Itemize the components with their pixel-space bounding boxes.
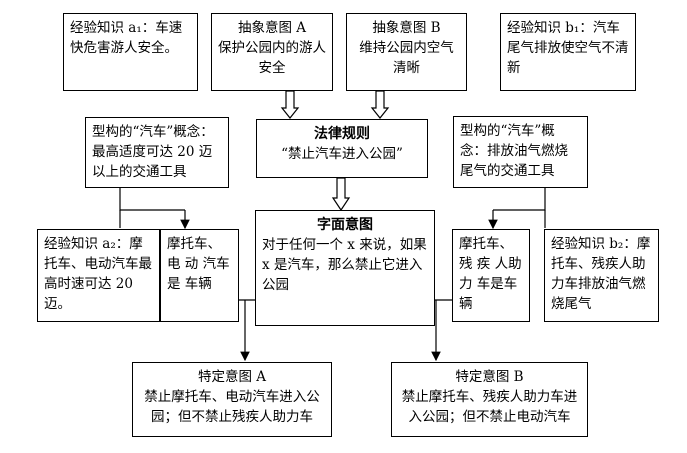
experience-a2-text: 经验知识 a₂：摩托车、电动汽车最高时速可达 20 迈。: [44, 236, 152, 312]
left-concept-box: 型构的“汽车”概念：最高适度可达 20 迈以上的交通工具: [85, 117, 229, 188]
literal-intent-title: 字面意图: [317, 217, 373, 233]
specific-intent-a-text: 禁止摩托车、电动汽车进入公园；但不禁止残疾人助力车: [144, 389, 320, 425]
right-split-lines: [488, 188, 546, 230]
abstract-intent-b-box: 抽象意图 B 维持公园内空气清晰: [346, 13, 467, 91]
right-concept-text: 型构的“汽车”概念：排放油气燃烧尾气的交通工具: [460, 123, 568, 179]
experience-a2-box: 经验知识 a₂：摩托车、电动汽车最高时速可达 20 迈。: [37, 229, 160, 322]
specific-intent-b-text: 禁止摩托车、残疾人助力车进入公园；但不禁止电动汽车: [401, 389, 578, 425]
vehicle-left-box: 摩托车、电 动 汽车 是 车辆: [160, 229, 239, 322]
right-concept-box: 型构的“汽车”概念：排放油气燃烧尾气的交通工具: [453, 116, 588, 188]
vehicle-right-text: 摩托车、残 疾 人助 力 车是车辆: [459, 236, 522, 312]
specific-intent-a-title: 特定意图 A: [197, 369, 267, 385]
experience-a1-text: 经验知识 a₁：车速快危害游人安全。: [70, 20, 183, 56]
experience-b2-text: 经验知识 b₂：摩托车、残疾人助力车排放油气燃烧尾气: [551, 236, 651, 312]
experience-b1-text: 经验知识 b₁：汽车尾气排放使空气不清新: [507, 20, 629, 76]
left-split-lines: [119, 188, 190, 230]
hollow-arrow-left: [280, 90, 300, 119]
law-rule-title: 法律规则: [314, 126, 370, 142]
abstract-intent-b-title: 抽象意图 B: [372, 20, 441, 36]
law-rule-box: 法律规则 “禁止汽车进入公园”: [256, 119, 428, 178]
abstract-intent-a-box: 抽象意图 A 保护公园内的游人安全: [211, 13, 333, 91]
law-rule-text: “禁止汽车进入公园”: [281, 146, 403, 162]
literal-intent-text: 对于任何一个 x 来说，如果 x 是汽车，那么禁止它进入公园: [262, 237, 427, 293]
experience-a1-box: 经验知识 a₁：车速快危害游人安全。: [63, 13, 198, 91]
abstract-intent-b-text: 维持公园内空气清晰: [359, 40, 454, 76]
specific-intent-b-title: 特定意图 B: [455, 369, 524, 385]
hollow-arrow-down: [331, 177, 351, 212]
literal-intent-box: 字面意图 对于任何一个 x 来说，如果 x 是汽车，那么禁止它进入公园: [255, 210, 435, 326]
left-concept-text: 型构的“汽车”概念：最高适度可达 20 迈以上的交通工具: [92, 124, 214, 180]
abstract-intent-a-title: 抽象意图 A: [237, 20, 307, 36]
specific-intent-a-box: 特定意图 A 禁止摩托车、电动汽车进入公园；但不禁止残疾人助力车: [132, 362, 332, 437]
specific-intent-b-box: 特定意图 B 禁止摩托车、残疾人助力车进入公园；但不禁止电动汽车: [391, 362, 588, 437]
vehicle-right-box: 摩托车、残 疾 人助 力 车是车辆: [452, 229, 530, 322]
experience-b1-box: 经验知识 b₁：汽车尾气排放使空气不清新: [500, 13, 636, 91]
experience-b2-box: 经验知识 b₂：摩托车、残疾人助力车排放油气燃烧尾气: [544, 229, 659, 322]
vehicle-left-text: 摩托车、电 动 汽车 是 车辆: [167, 236, 230, 292]
hollow-arrow-right: [370, 90, 390, 119]
abstract-intent-a-text: 保护公园内的游人安全: [218, 40, 326, 76]
